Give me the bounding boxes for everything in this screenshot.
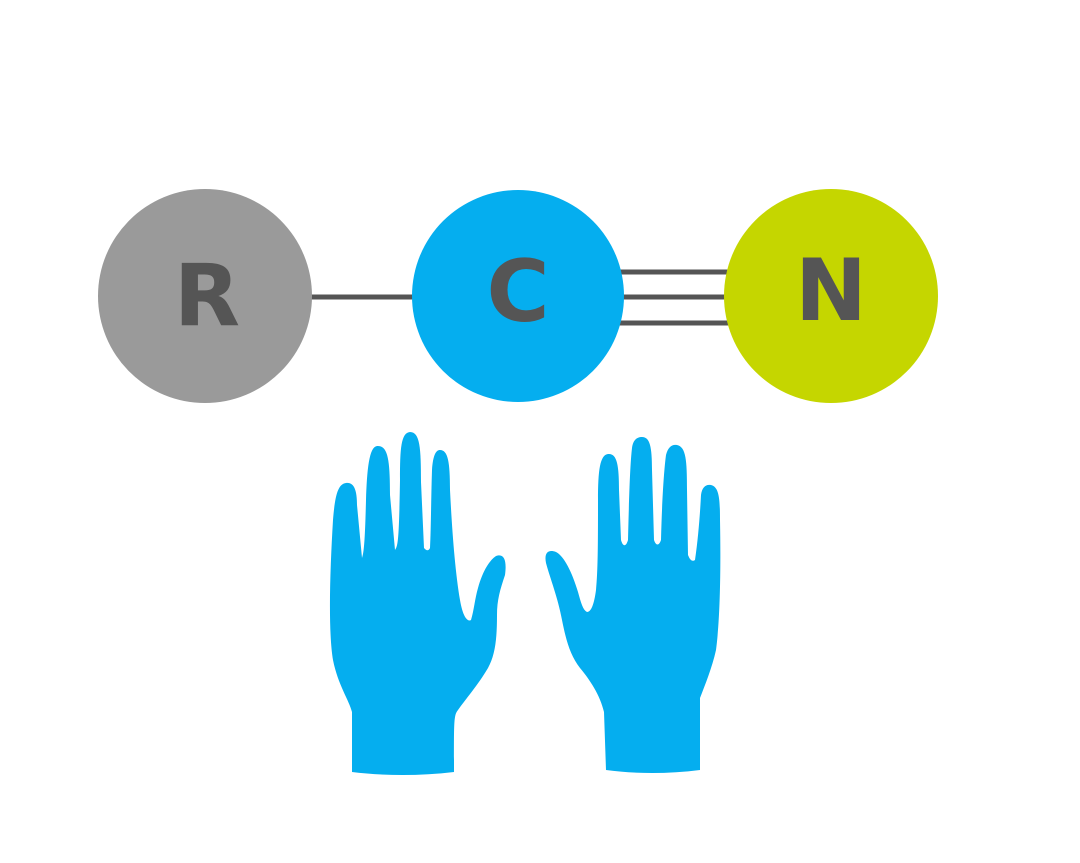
right-glove-icon: [545, 437, 721, 773]
atom-c: C: [412, 190, 624, 402]
atom-r: R: [98, 189, 312, 403]
atom-n: N: [724, 189, 938, 403]
left-glove-icon: [329, 432, 506, 775]
atom-c-label: C: [486, 242, 549, 342]
bond-c-n-triple: [615, 269, 735, 326]
gloves-group: [329, 432, 721, 775]
atom-r-label: R: [174, 246, 240, 346]
atom-n-label: N: [795, 241, 867, 341]
